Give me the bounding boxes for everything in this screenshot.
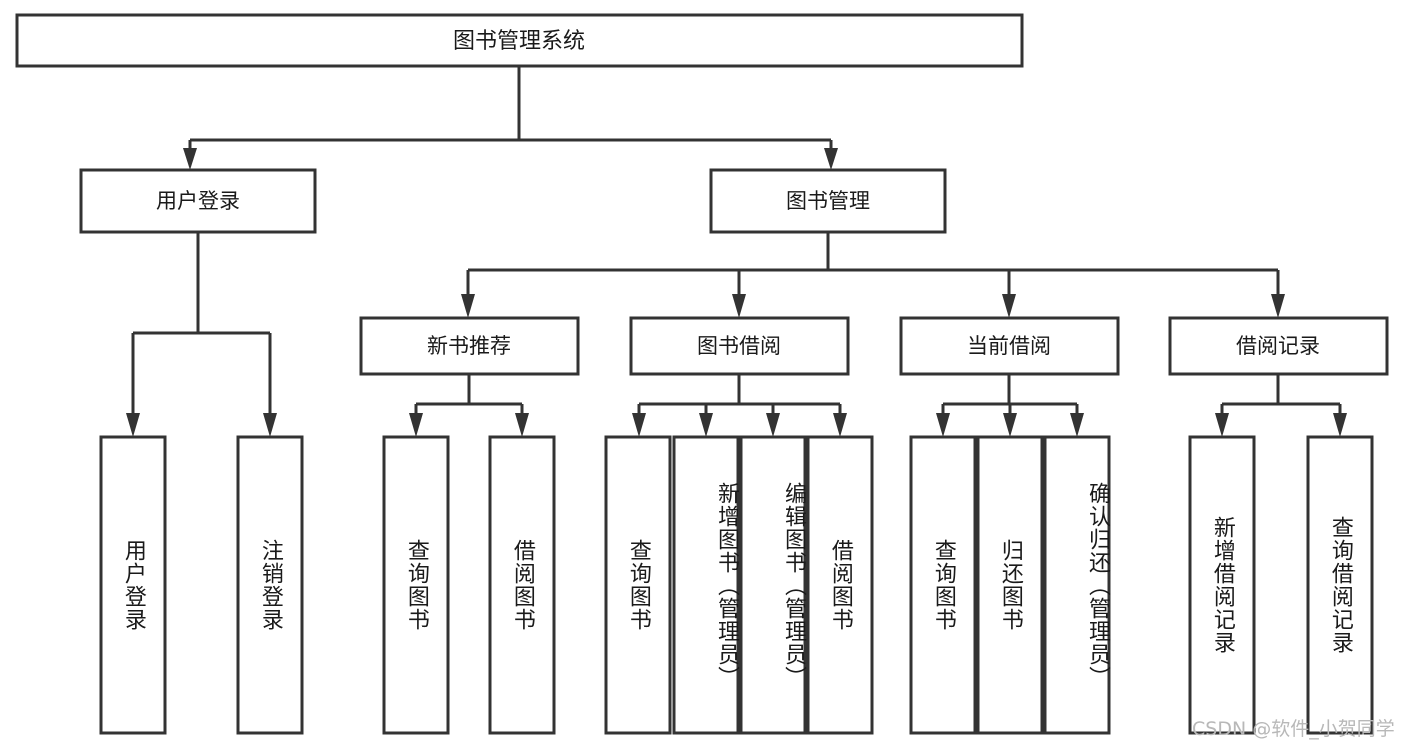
leaf-edit-book-rect[interactable] bbox=[739, 435, 807, 735]
node-book-management[interactable]: 图书管理 bbox=[709, 168, 947, 234]
arrowhead-leaf-logout-login bbox=[263, 413, 277, 437]
node-root-label: 图书管理系统 bbox=[453, 29, 585, 54]
node-current-borrow[interactable]: 当前借阅 bbox=[899, 316, 1120, 376]
leaf-add-record-rect[interactable] bbox=[1188, 435, 1256, 735]
connector-group-new-book-recommend bbox=[409, 374, 529, 437]
node-book-borrow-label: 图书借阅 bbox=[697, 334, 781, 358]
leaf-borrow-book-2-rect[interactable] bbox=[806, 435, 874, 735]
arrowhead-current-borrow bbox=[1002, 294, 1016, 318]
arrowhead-book-management bbox=[824, 148, 838, 170]
node-user-login-label: 用户登录 bbox=[156, 189, 240, 213]
node-borrow-record-rect[interactable] bbox=[1168, 316, 1389, 376]
node-borrow-record-label: 借阅记录 bbox=[1236, 334, 1320, 358]
node-root[interactable]: 图书管理系统 bbox=[15, 13, 1024, 68]
arrowhead-new-book-recommend bbox=[461, 294, 475, 318]
leaf-borrow-book-1-rect[interactable] bbox=[488, 435, 556, 735]
arrowhead-leaf-add-record bbox=[1215, 413, 1229, 437]
leaf-query-book-2-rect[interactable] bbox=[604, 435, 672, 735]
leaf-confirm-return-rect[interactable] bbox=[1043, 435, 1111, 735]
node-current-borrow-rect[interactable] bbox=[899, 316, 1120, 376]
leaf-logout-login-rect[interactable] bbox=[236, 435, 304, 735]
node-book-borrow[interactable]: 图书借阅 bbox=[629, 316, 850, 376]
arrowhead-book-borrow bbox=[732, 294, 746, 318]
leaf-query-book-3-rect[interactable] bbox=[909, 435, 977, 735]
node-new-book-recommend-label: 新书推荐 bbox=[427, 334, 511, 358]
arrowhead-leaf-query-record bbox=[1333, 413, 1347, 437]
leaf-group-user-login bbox=[99, 435, 304, 735]
connector-group-book-management bbox=[461, 232, 1285, 318]
csdn-watermark: CSDN @软件_小贺同学 bbox=[1192, 718, 1395, 740]
connector-group-book-borrow bbox=[632, 374, 847, 437]
arrowhead-leaf-query-book-3 bbox=[936, 413, 950, 437]
arrowhead-user-login bbox=[183, 148, 197, 170]
leaf-return-book-rect[interactable] bbox=[976, 435, 1044, 735]
leaf-group-new-book-recommend bbox=[382, 435, 556, 735]
node-book-management-rect[interactable] bbox=[709, 168, 947, 234]
node-borrow-record[interactable]: 借阅记录 bbox=[1168, 316, 1389, 376]
arrowhead-leaf-borrow-book-1 bbox=[515, 413, 529, 437]
node-book-borrow-rect[interactable] bbox=[629, 316, 850, 376]
node-new-book-recommend[interactable]: 新书推荐 bbox=[359, 316, 580, 376]
node-current-borrow-label: 当前借阅 bbox=[967, 334, 1051, 358]
arrowhead-leaf-add-book bbox=[699, 413, 713, 437]
connector-group-current-borrow bbox=[936, 374, 1084, 437]
node-book-management-label: 图书管理 bbox=[786, 189, 870, 213]
arrowhead-leaf-user-login bbox=[126, 413, 140, 437]
arrowhead-leaf-query-book-1 bbox=[409, 413, 423, 437]
arrowhead-leaf-query-book-2 bbox=[632, 413, 646, 437]
arrowhead-leaf-borrow-book-2 bbox=[833, 413, 847, 437]
leaf-query-book-1-rect[interactable] bbox=[382, 435, 450, 735]
connector-group-root bbox=[183, 66, 838, 170]
connector-group-user-login bbox=[126, 232, 277, 437]
node-root-rect[interactable] bbox=[15, 13, 1024, 68]
leaf-user-login-rect[interactable] bbox=[99, 435, 167, 735]
leaf-group-current-borrow bbox=[909, 435, 1111, 735]
arrowhead-leaf-return-book bbox=[1003, 413, 1017, 437]
leaf-group-book-borrow bbox=[604, 435, 874, 735]
node-new-book-recommend-rect[interactable] bbox=[359, 316, 580, 376]
node-user-login-rect[interactable] bbox=[79, 168, 317, 234]
leaf-add-book-rect[interactable] bbox=[672, 435, 740, 735]
leaf-group-borrow-record bbox=[1188, 435, 1374, 735]
arrowhead-borrow-record bbox=[1271, 294, 1285, 318]
leaf-query-record-rect[interactable] bbox=[1306, 435, 1374, 735]
arrowhead-leaf-edit-book bbox=[766, 413, 780, 437]
node-user-login[interactable]: 用户登录 bbox=[79, 168, 317, 234]
connector-group-borrow-record bbox=[1215, 374, 1347, 437]
arrowhead-leaf-confirm-return bbox=[1070, 413, 1084, 437]
